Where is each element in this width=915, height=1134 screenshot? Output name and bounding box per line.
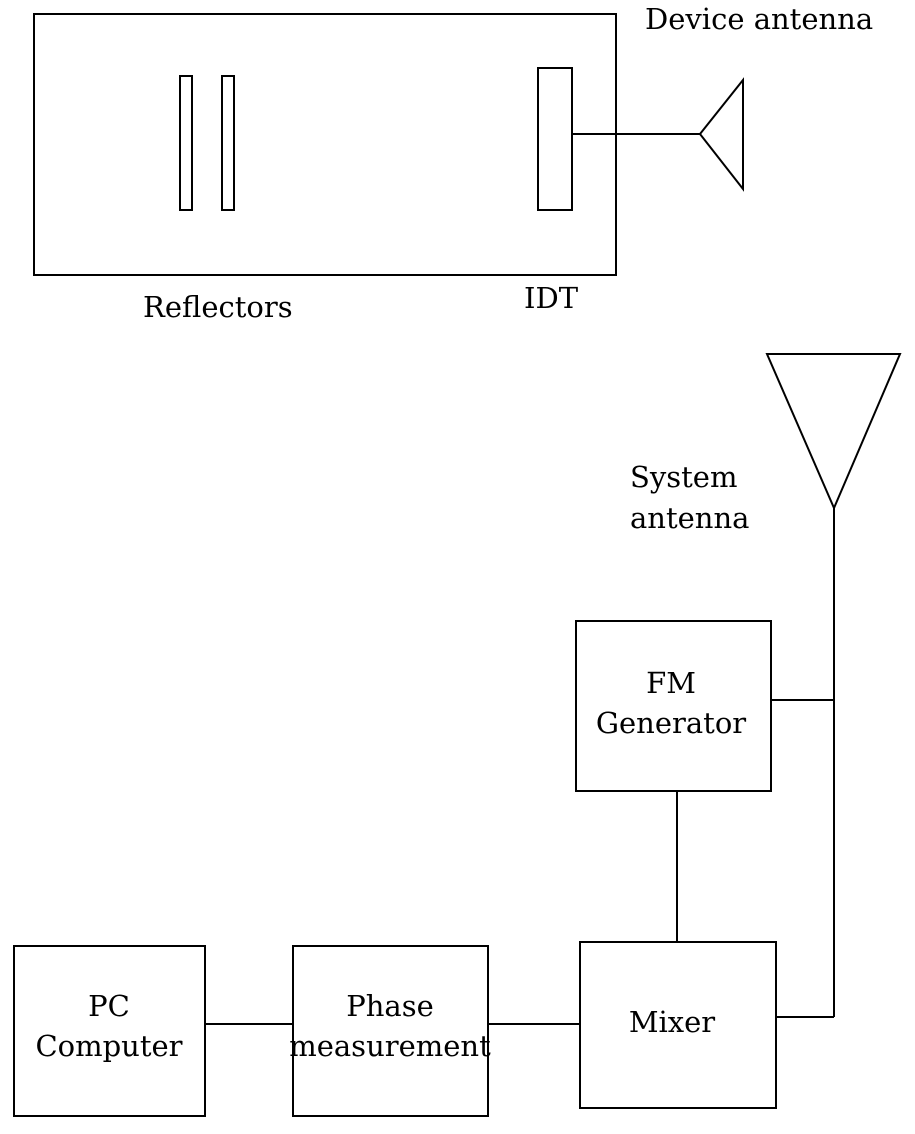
reflector-1 <box>179 75 193 211</box>
mixer-label: Mixer <box>629 1005 715 1039</box>
pc-computer-label-line1: PC <box>88 989 130 1023</box>
system-antenna-label-line2: antenna <box>630 501 749 535</box>
pc-computer-label-line2: Computer <box>35 1029 182 1063</box>
reflector-2 <box>221 75 235 211</box>
device-antenna-icon <box>698 77 744 192</box>
fm-generator-label-line1: FM <box>646 666 696 700</box>
pc-computer-box <box>13 945 206 1117</box>
reflectors-label: Reflectors <box>143 290 293 324</box>
idt-block <box>537 67 573 211</box>
fm-generator-box <box>575 620 772 792</box>
phase-measurement-label-line2: measurement <box>289 1029 491 1063</box>
phase-measurement-label-line1: Phase <box>346 989 434 1023</box>
idt-label: IDT <box>524 281 579 315</box>
system-antenna-label-line1: System <box>630 460 737 494</box>
saw-device-substrate <box>33 13 617 276</box>
fm-generator-label-line2: Generator <box>596 706 746 740</box>
system-antenna-icon <box>765 353 902 511</box>
device-antenna-label: Device antenna <box>645 2 873 36</box>
phase-measurement-box <box>292 945 489 1117</box>
